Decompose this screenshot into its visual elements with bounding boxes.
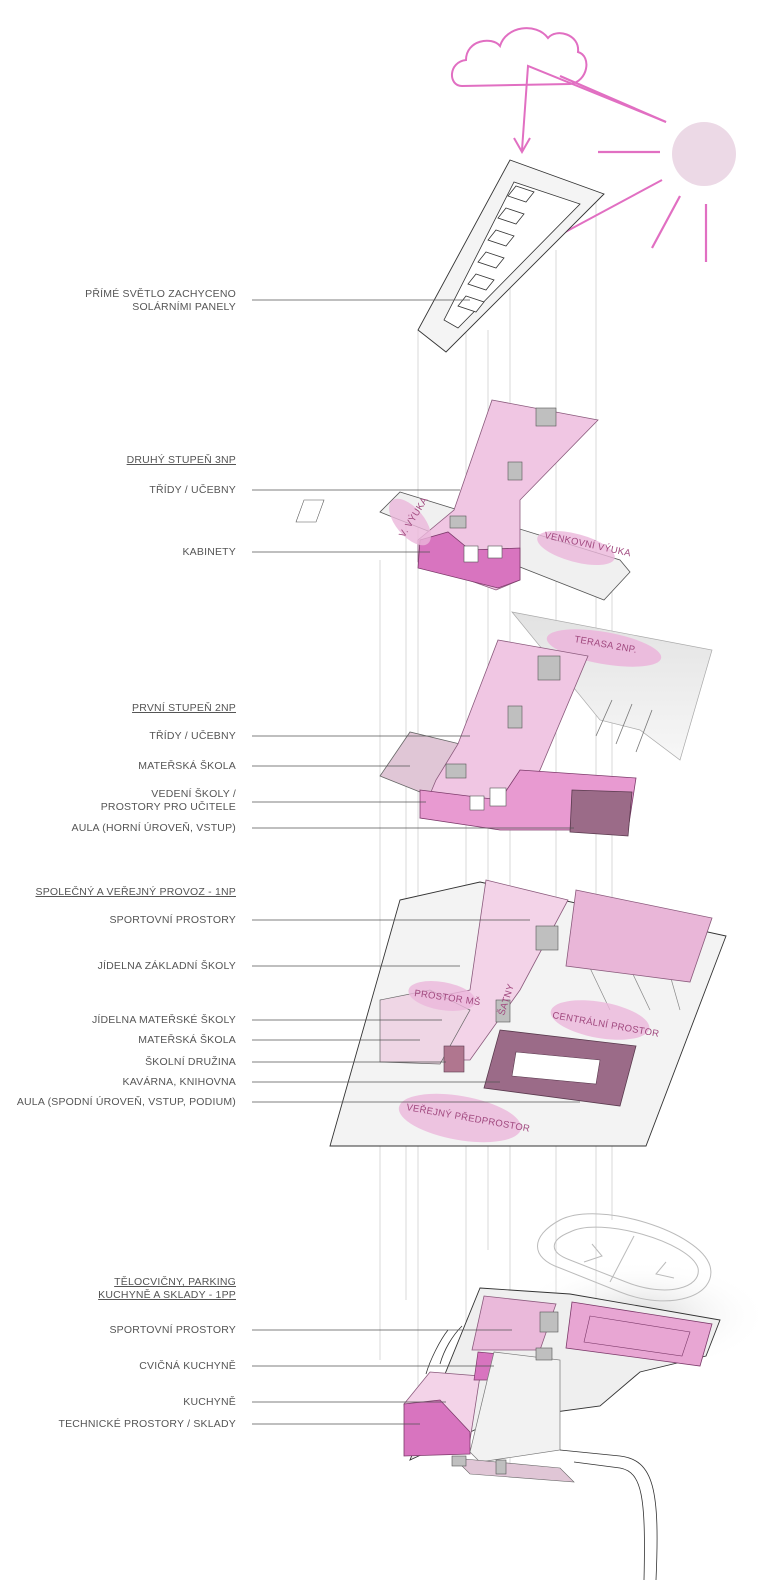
level3-label-kabinety: KABINETY (182, 546, 236, 558)
level2-label-vedeni-skoly: VEDENÍ ŠKOLY / PROSTORY PRO UČITELE (100, 788, 236, 813)
level3-label-tridy: TŘÍDY / UČEBNY (149, 484, 236, 496)
level2-label-aula: AULA (HORNÍ ÚROVEŇ, VSTUP) (71, 822, 236, 834)
level2-label-materska-skola: MATEŘSKÁ ŠKOLA (138, 760, 236, 772)
basement-heading: TĚLOCVIČNY, PARKING KUCHYNĚ A SKLADY - 1… (98, 1276, 236, 1301)
level2-heading: PRVNÍ STUPEŇ 2NP (132, 702, 236, 714)
basement-label-cvicna-kuchyne: CVIČNÁ KUCHYNĚ (139, 1360, 236, 1372)
level1-label-jidelna-zs: JÍDELNA ZÁKLADNÍ ŠKOLY (97, 960, 236, 972)
level-1pp (403, 1213, 770, 1580)
level1-label-kavarna: KAVÁRNA, KNIHOVNA (122, 1076, 236, 1088)
level-3np (295, 399, 631, 601)
leader-lines (252, 299, 580, 1425)
basement-label-sportovni: SPORTOVNÍ PROSTORY (109, 1324, 236, 1336)
cloud-icon (451, 27, 588, 88)
level2-label-tridy: TŘÍDY / UČEBNY (149, 730, 236, 742)
level-1np (329, 879, 727, 1147)
level1-heading: SPOLEČNÝ A VEŘEJNÝ PROVOZ - 1NP (35, 886, 236, 898)
level1-label-jidelna-ms: JÍDELNA MATEŘSKÉ ŠKOLY (91, 1014, 236, 1026)
level1-label-sportovni: SPORTOVNÍ PROSTORY (109, 914, 236, 926)
roof-label: PŘÍMÉ SVĚTLO ZACHYCENO SOLÁRNÍMI PANELY (85, 288, 236, 313)
basement-label-technicke: TECHNICKÉ PROSTORY / SKLADY (58, 1418, 236, 1430)
level1-label-aula: AULA (SPODNÍ ÚROVEŇ, VSTUP, PODIUM) (16, 1096, 236, 1108)
level1-label-materska: MATEŘSKÁ ŠKOLA (138, 1034, 236, 1046)
sports-field (537, 1213, 712, 1302)
basement-label-kuchyne: KUCHYNĚ (183, 1396, 236, 1408)
roof-slab (417, 159, 605, 353)
level-2np (379, 611, 713, 837)
sun-icon (559, 74, 736, 262)
level3-heading: DRUHÝ STUPEŇ 3NP (126, 454, 236, 466)
level1-label-druzina: ŠKOLNÍ DRUŽINA (145, 1056, 236, 1068)
